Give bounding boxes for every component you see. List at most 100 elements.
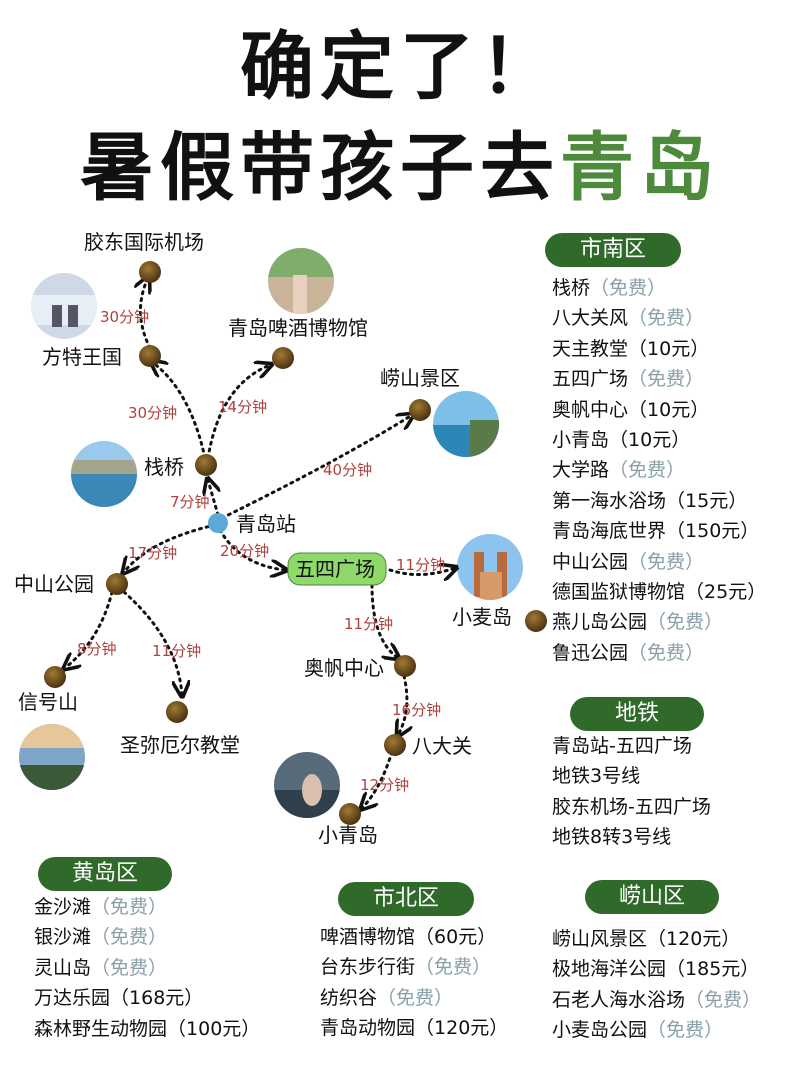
list-item-name: 台东步行街 [320,956,416,979]
price-ticket: （100元） [167,1017,261,1040]
list-item: 青岛站-五四广场 [552,731,711,761]
price-free: （免费） [628,641,705,664]
time-label-e4: 40分钟 [323,461,372,479]
node-label-station: 青岛站 [236,512,296,536]
node-label-aofan: 奥帆中心 [304,656,384,680]
list-item: 极地海洋公园（185元） [552,954,761,984]
price-ticket: （60元） [415,926,497,948]
list-item-name: 啤酒博物馆 [320,926,416,948]
list-item: 地铁3号线 [552,761,711,791]
price-ticket: （10元） [609,429,691,452]
time-label-e9: 11分钟 [344,615,393,633]
list-item: 银沙滩（免费） [34,922,260,952]
list-item-name: 万达乐园 [34,987,111,1010]
list-item-name: 八大关风 [552,307,629,330]
node-dot-shengmi [166,701,188,723]
title-line-2-highlight: 青岛 [560,125,720,211]
edge-fangte-jiaodong [140,278,150,350]
node-label-xiaomai: 小麦岛 [452,605,512,629]
list-item: 石老人海水浴场（免费） [552,985,761,1015]
edge-zhongshan-shengmi [122,590,182,695]
time-label-e7: 20分钟 [220,542,269,560]
list-item-name: 森林野生动物园 [34,1017,168,1040]
list-item-name: 青岛站-五四广场 [552,735,692,757]
section-title-laoshanqu: 崂山区 [585,880,719,914]
list-item: 中山公园（免费） [552,547,766,577]
list-item-name: 五四广场 [552,368,629,391]
node-dot-station [208,513,228,533]
list-item-name: 青岛海底世界 [552,520,667,543]
edge-zhanqiao-beer [206,365,270,460]
title-line-1: 确定了！ [240,24,560,110]
node-hub-wusi [287,552,387,586]
list-item-name: 地铁8转3号线 [552,826,672,849]
list-item: 青岛动物园（120元） [320,1013,508,1043]
node-dot-xiaoqing [339,803,361,825]
photo-fangte [31,273,97,339]
list-item: 八大关风（免费） [552,303,766,333]
price-free: （免费） [685,988,762,1011]
list-item-name: 崂山风景区 [552,928,648,950]
list-item-name: 石老人海水浴场 [552,988,686,1011]
time-label-e10: 8分钟 [77,640,117,658]
photo-zhanqiao [71,441,137,507]
price-ticket: （25元） [685,581,767,604]
list-item: 燕儿岛公园（免费） [552,607,766,637]
list-item-name: 栈桥 [552,277,591,299]
list-item: 五四广场（免费） [552,364,766,394]
price-free: （免费） [415,956,492,979]
list-item-name: 极地海洋公园 [552,958,667,981]
node-label-beer: 青岛啤酒博物馆 [228,316,368,340]
list-item: 德国监狱博物馆（25元） [552,577,766,607]
price-free: （免费） [590,277,667,299]
list-item: 小麦岛公园（免费） [552,1015,761,1045]
section-list-shinan: 栈桥（免费）八大关风（免费）天主教堂（10元）五四广场（免费）奥帆中心（10元）… [552,273,766,668]
node-label-xinhao: 信号山 [18,690,78,714]
list-item-name: 小青岛 [552,429,610,452]
node-dot-xinhao [44,666,66,688]
list-item: 灵山岛（免费） [34,953,260,983]
list-item-name: 银沙滩 [34,926,92,949]
node-dot-beer [272,347,294,369]
list-item: 大学路（免费） [552,455,766,485]
node-label-badaguan: 八大关 [412,734,472,758]
price-free: （免费） [628,307,705,330]
time-label-e5: 7分钟 [170,493,210,511]
list-item-name: 地铁3号线 [552,765,641,788]
list-item-name: 灵山岛 [34,956,92,979]
time-label-e6: 17分钟 [128,544,177,562]
edge-station-zhanqiao [208,480,218,517]
list-item-name: 第一海水浴场 [552,489,667,512]
edge-station-laoshan [220,415,412,520]
list-item-name: 胶东机场-五四广场 [552,795,711,818]
price-free: （免费） [609,459,686,482]
node-label-zhanqiao: 栈桥 [144,455,184,479]
list-item-name: 中山公园 [552,550,629,573]
photo-xiaoqing [274,752,340,818]
section-list-shibei: 啤酒博物馆（60元）台东步行街（免费）纺织谷（免费）青岛动物园（120元） [320,922,508,1044]
node-label-xiaoqing: 小青岛 [318,823,378,847]
list-item-name: 小麦岛公园 [552,1019,648,1042]
section-title-shinan: 市南区 [545,233,681,267]
price-free: （免费） [377,986,454,1009]
edge-badaguan-xiaoqing [362,750,394,808]
node-dot-fangte [139,345,161,367]
time-label-e11: 11分钟 [152,642,201,660]
price-ticket: （10元） [628,337,710,360]
edge-zhanqiao-fangte [152,362,207,460]
list-item: 第一海水浴场（15元） [552,486,766,516]
price-ticket: （120元） [415,1017,509,1040]
node-label-zhongshan: 中山公园 [14,572,94,596]
node-label-jiaodong: 胶东国际机场 [84,230,204,254]
list-item: 小青岛（10元） [552,425,766,455]
list-item: 地铁8转3号线 [552,822,711,852]
list-item-name: 纺织谷 [320,986,378,1009]
section-list-metro: 青岛站-五四广场地铁3号线胶东机场-五四广场地铁8转3号线 [552,731,711,853]
time-label-e8: 11分钟 [396,556,445,574]
node-label-wusi: 五四广场 [295,557,375,581]
price-free: （免费） [647,1019,724,1042]
edge-zhongshan-xinhao [65,590,114,668]
list-item: 奥帆中心（10元） [552,395,766,425]
list-item: 啤酒博物馆（60元） [320,922,508,952]
